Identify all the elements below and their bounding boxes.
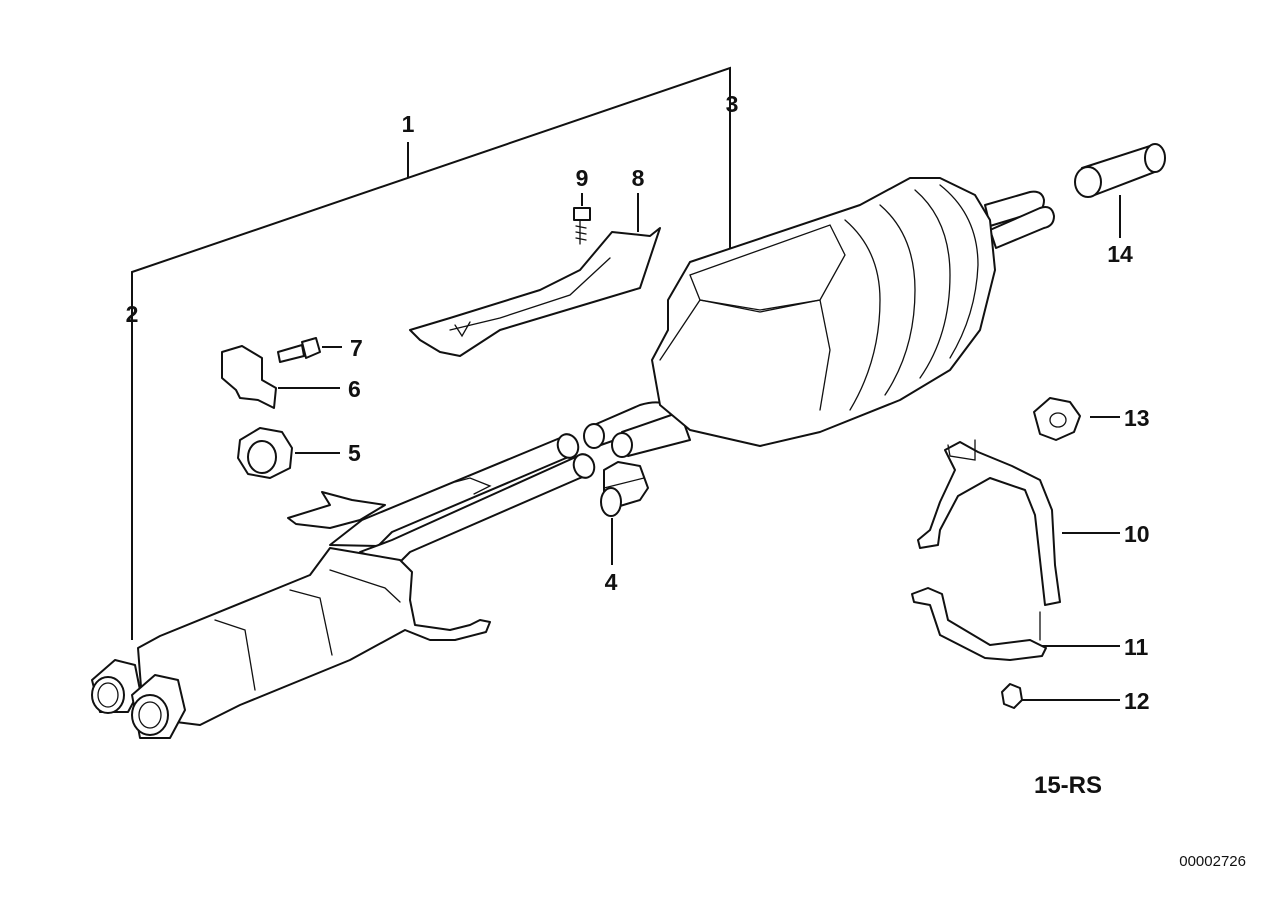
tailpipe-trim-flare bbox=[1144, 143, 1166, 173]
rear-silencer-body bbox=[651, 177, 996, 447]
clamp-ring bbox=[600, 487, 622, 517]
pipe-end-upper bbox=[556, 433, 580, 459]
heat-shield-mark bbox=[454, 321, 471, 338]
rubber-ring-body bbox=[1033, 397, 1081, 441]
label-4: 4 bbox=[605, 569, 618, 595]
silencer-body bbox=[137, 547, 491, 726]
silencer-seam-3 bbox=[329, 569, 401, 603]
screw-head bbox=[573, 207, 591, 221]
rubber-mount-hole bbox=[247, 440, 277, 474]
strap-body bbox=[911, 587, 1047, 661]
rear-silencer-front-face bbox=[659, 299, 831, 411]
label-10: 10 bbox=[1124, 521, 1150, 547]
label-7: 7 bbox=[350, 335, 363, 361]
rear-rib-2 bbox=[879, 204, 916, 396]
label-13: 13 bbox=[1124, 405, 1150, 431]
bolt-head bbox=[301, 337, 321, 359]
heat-shield-part bbox=[409, 227, 661, 357]
hanger-bracket-body bbox=[917, 441, 1061, 606]
clip-body bbox=[221, 345, 277, 409]
rear-inlet-end-2 bbox=[611, 432, 633, 458]
clamp-part bbox=[600, 461, 649, 517]
silencer-seam-1 bbox=[214, 619, 256, 691]
label-1: 1 bbox=[402, 111, 415, 137]
screw-part bbox=[573, 207, 591, 245]
group-code: 15-RS bbox=[1034, 772, 1102, 799]
front-silencer-part bbox=[91, 433, 596, 739]
clamp-band bbox=[603, 477, 645, 489]
label-8: 8 bbox=[632, 165, 645, 191]
label-3: 3 bbox=[726, 91, 739, 117]
label-9: 9 bbox=[576, 165, 589, 191]
rear-outlet-pipe-2 bbox=[989, 206, 1055, 249]
pipe-hanger-bracket bbox=[287, 491, 386, 529]
label-6: 6 bbox=[348, 376, 361, 402]
nut-body bbox=[1001, 683, 1023, 709]
rear-silencer-part bbox=[583, 177, 1055, 458]
label-2: 2 bbox=[126, 301, 139, 327]
tailpipe-trim-end bbox=[1074, 166, 1102, 198]
label-11: 11 bbox=[1124, 634, 1149, 660]
pipe-inlet-right-inner bbox=[138, 701, 162, 729]
label-12: 12 bbox=[1124, 688, 1150, 714]
rubber-ring-part bbox=[1033, 397, 1081, 441]
bolt-part bbox=[277, 337, 321, 363]
bracket-line bbox=[131, 66, 731, 640]
pipe-clip bbox=[454, 477, 492, 495]
pipe-inlet-left bbox=[91, 676, 125, 714]
screw-thread bbox=[575, 219, 587, 245]
pipe-end-lower bbox=[572, 453, 596, 479]
nut-part bbox=[1001, 683, 1023, 709]
silencer-seam-2 bbox=[289, 589, 333, 656]
heat-shield-body bbox=[409, 227, 661, 357]
tailpipe-trim-part bbox=[1074, 143, 1166, 198]
rear-rib-4 bbox=[939, 184, 979, 359]
bolt-shank bbox=[277, 344, 305, 363]
strap-part bbox=[911, 587, 1047, 661]
rear-inlet-end-1 bbox=[583, 423, 605, 449]
label-14: 14 bbox=[1107, 241, 1133, 267]
rear-rib-1 bbox=[844, 219, 881, 411]
clip-part bbox=[221, 345, 277, 409]
label-5: 5 bbox=[348, 440, 361, 466]
pipe-inlet-left-inner bbox=[97, 682, 119, 708]
heat-shield-ridge bbox=[449, 257, 611, 331]
diagram-number: 00002726 bbox=[1179, 853, 1246, 870]
rear-rib-3 bbox=[914, 189, 951, 379]
hanger-bracket-tab bbox=[947, 439, 976, 461]
leader-lines bbox=[131, 66, 1121, 701]
hanger-bracket-part bbox=[917, 439, 1061, 606]
pipe-inlet-right bbox=[131, 694, 169, 736]
rubber-ring-hole bbox=[1049, 412, 1067, 428]
rubber-mount-part bbox=[237, 427, 293, 479]
